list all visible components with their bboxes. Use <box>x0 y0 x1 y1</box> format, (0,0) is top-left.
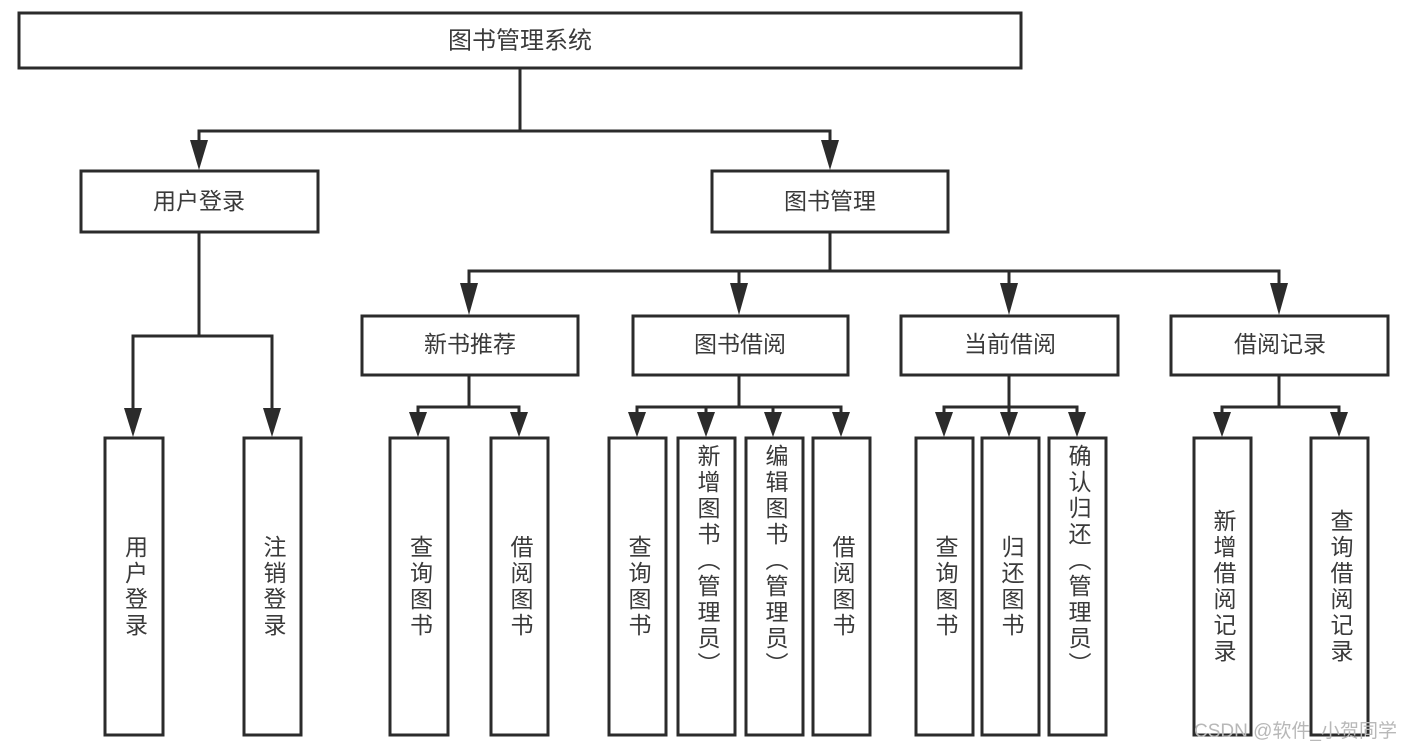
node-root-label: 图书管理系统 <box>448 27 592 54</box>
leaf-box-add-record[interactable] <box>1192 436 1253 737</box>
node-user-login-box[interactable] <box>79 169 320 234</box>
node-book-management-box[interactable] <box>710 169 950 234</box>
arrow-to-leaf-borrow-book-1 <box>510 412 528 437</box>
node-new-book-recommend[interactable]: 新书推荐 <box>360 314 580 377</box>
leaf-box-user-login[interactable] <box>103 436 165 737</box>
arrow-to-leaf-query-record <box>1330 412 1348 437</box>
node-borrow-record-box[interactable] <box>1169 314 1390 377</box>
node-current-borrow[interactable]: 当前借阅 <box>899 314 1120 377</box>
node-book-borrow-label: 图书借阅 <box>694 331 786 357</box>
edge-book-management-bus <box>467 230 1281 284</box>
edge-book-borrow-bus <box>635 373 843 415</box>
connector-layer <box>124 66 1348 437</box>
node-root-box[interactable] <box>17 11 1023 70</box>
node-root[interactable]: 图书管理系统 <box>17 11 1023 70</box>
arrow-to-leaf-query-book-3 <box>935 412 953 437</box>
arrow-to-user-login <box>190 140 208 170</box>
arrow-to-new-book-recommend <box>460 283 478 315</box>
node-new-book-recommend-label: 新书推荐 <box>424 331 516 357</box>
edge-root-bus <box>197 66 832 143</box>
arrow-to-leaf-add-book <box>697 412 715 437</box>
node-book-management[interactable]: 图书管理 <box>710 169 950 234</box>
leaf-box-edit-book[interactable] <box>744 436 805 737</box>
edge-new-book-recommend-bus <box>416 373 521 415</box>
leaf-box-confirm-return[interactable] <box>1047 436 1108 737</box>
node-book-borrow-box[interactable] <box>631 314 850 377</box>
edge-current-borrow-bus <box>942 373 1079 415</box>
leaf-box-logout[interactable] <box>242 436 303 737</box>
arrow-to-leaf-confirm-return <box>1068 412 1086 437</box>
node-user-login[interactable]: 用户登录 <box>79 169 320 234</box>
arrow-to-borrow-record <box>1270 283 1288 315</box>
leaf-box-query-book-3[interactable] <box>914 436 975 737</box>
edge-user-login-bus <box>131 230 274 412</box>
arrow-to-leaf-borrow-book-2 <box>832 412 850 437</box>
arrow-to-leaf-query-book-2 <box>628 412 646 437</box>
node-current-borrow-box[interactable] <box>899 314 1120 377</box>
arrow-to-leaf-return-book <box>1000 412 1018 437</box>
node-borrow-record-label: 借阅记录 <box>1234 331 1326 357</box>
leaf-box-borrow-book-2[interactable] <box>811 436 872 737</box>
leaf-box-query-book-1[interactable] <box>388 436 450 737</box>
arrow-to-current-borrow <box>1000 283 1018 315</box>
leaf-box-query-book-2[interactable] <box>607 436 668 737</box>
arrow-to-leaf-logout <box>263 408 281 437</box>
leaf-box-return-book[interactable] <box>980 436 1041 737</box>
node-borrow-record[interactable]: 借阅记录 <box>1169 314 1390 377</box>
arrow-to-book-borrow <box>730 283 748 315</box>
node-user-login-label: 用户登录 <box>153 188 245 214</box>
leaf-box-add-book[interactable] <box>676 436 737 737</box>
edge-borrow-record-bus <box>1220 373 1341 415</box>
node-book-borrow[interactable]: 图书借阅 <box>631 314 850 377</box>
arrow-to-leaf-edit-book <box>764 412 782 437</box>
node-new-book-recommend-box[interactable] <box>360 314 580 377</box>
node-book-management-label: 图书管理 <box>784 188 876 214</box>
arrow-to-book-management <box>821 140 839 170</box>
arrow-to-leaf-query-book-1 <box>409 412 427 437</box>
arrow-to-leaf-add-record <box>1213 412 1231 437</box>
node-current-borrow-label: 当前借阅 <box>964 331 1056 357</box>
leaf-box-layer <box>103 436 1370 737</box>
arrow-to-leaf-user-login <box>124 408 142 437</box>
leaf-box-query-record[interactable] <box>1309 436 1370 737</box>
leaf-box-borrow-book-1[interactable] <box>489 436 550 737</box>
